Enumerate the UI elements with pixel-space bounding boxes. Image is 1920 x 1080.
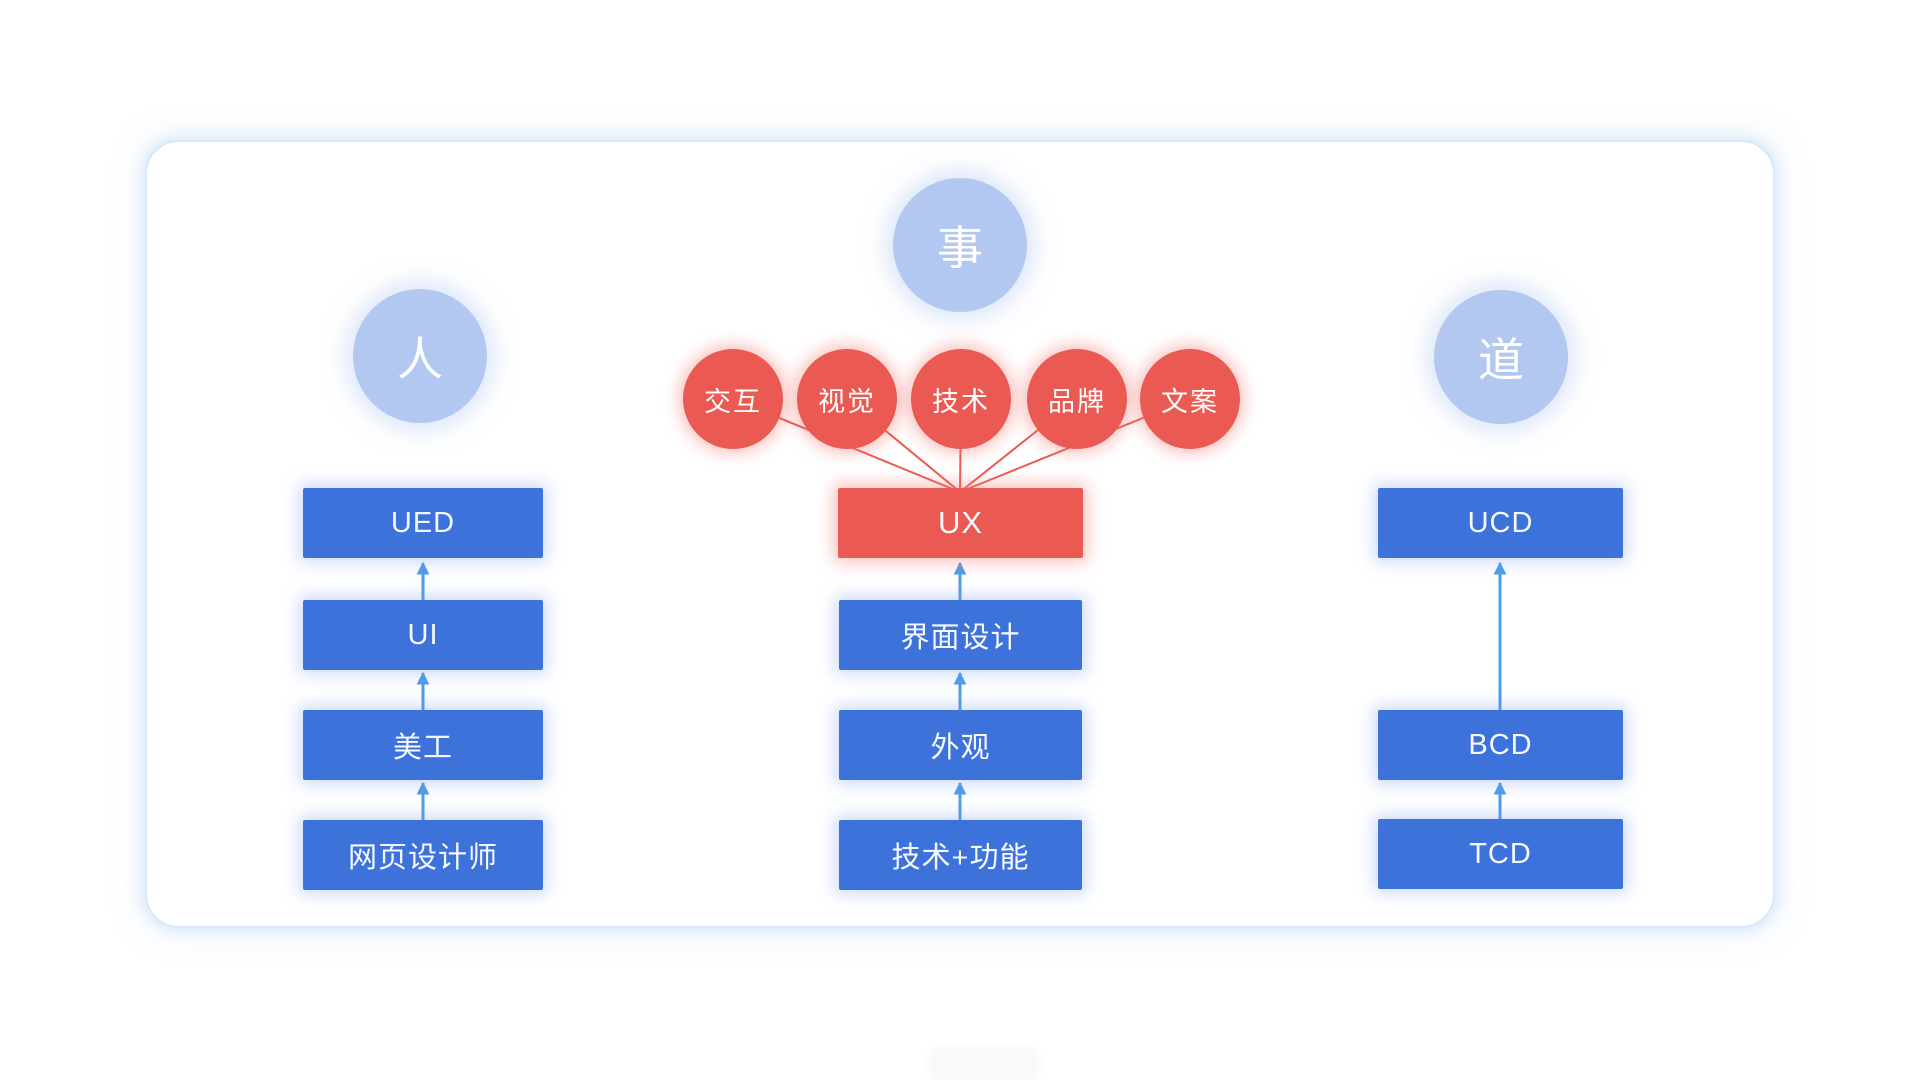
factor-label: 品牌 xyxy=(1048,386,1106,417)
concept-label-matter: 事 xyxy=(937,222,983,274)
node-label: TCD xyxy=(1469,837,1532,870)
node-tech-function: 技术+功能 xyxy=(839,820,1082,890)
factor-circle-technology: 技术 xyxy=(911,349,1011,449)
node-ued: UED xyxy=(303,488,543,558)
concept-label-people: 人 xyxy=(397,333,443,385)
node-label: UI xyxy=(407,618,439,651)
upward-arrows xyxy=(416,561,1507,820)
concept-circle-people: 人 xyxy=(353,289,487,423)
node-label: 美工 xyxy=(392,732,453,764)
node-interface-design: 界面设计 xyxy=(839,600,1082,670)
node-label: BCD xyxy=(1468,728,1533,761)
factor-circle-visual: 视觉 xyxy=(797,349,897,449)
factor-circle-interaction: 交互 xyxy=(683,349,783,449)
factor-label: 文案 xyxy=(1161,386,1219,417)
concept-circle-matter: 事 xyxy=(893,178,1027,312)
node-label: 网页设计师 xyxy=(347,842,498,874)
node-label: 技术+功能 xyxy=(891,842,1030,874)
factor-label: 视觉 xyxy=(818,386,876,417)
node-bcd: BCD xyxy=(1378,710,1623,780)
node-label: UX xyxy=(937,505,984,540)
factor-circle-brand: 品牌 xyxy=(1027,349,1127,449)
node-ux: UX xyxy=(838,488,1083,558)
node-artworker: 美工 xyxy=(303,710,543,780)
factor-circle-copywriting: 文案 xyxy=(1140,349,1240,449)
factor-label: 技术 xyxy=(932,386,990,417)
concept-circle-way: 道 xyxy=(1434,290,1568,424)
node-tcd: TCD xyxy=(1378,819,1623,889)
watermark xyxy=(928,1048,1040,1080)
node-label: 界面设计 xyxy=(900,622,1021,654)
node-ui: UI xyxy=(303,600,543,670)
node-label: UED xyxy=(390,506,456,539)
node-appearance: 外观 xyxy=(839,710,1082,780)
node-label: 外观 xyxy=(930,732,991,764)
node-label: UCD xyxy=(1467,506,1534,539)
concept-label-way: 道 xyxy=(1478,334,1524,386)
node-ucd: UCD xyxy=(1378,488,1623,558)
factor-label: 交互 xyxy=(704,386,762,417)
node-web-designer: 网页设计师 xyxy=(303,820,543,890)
